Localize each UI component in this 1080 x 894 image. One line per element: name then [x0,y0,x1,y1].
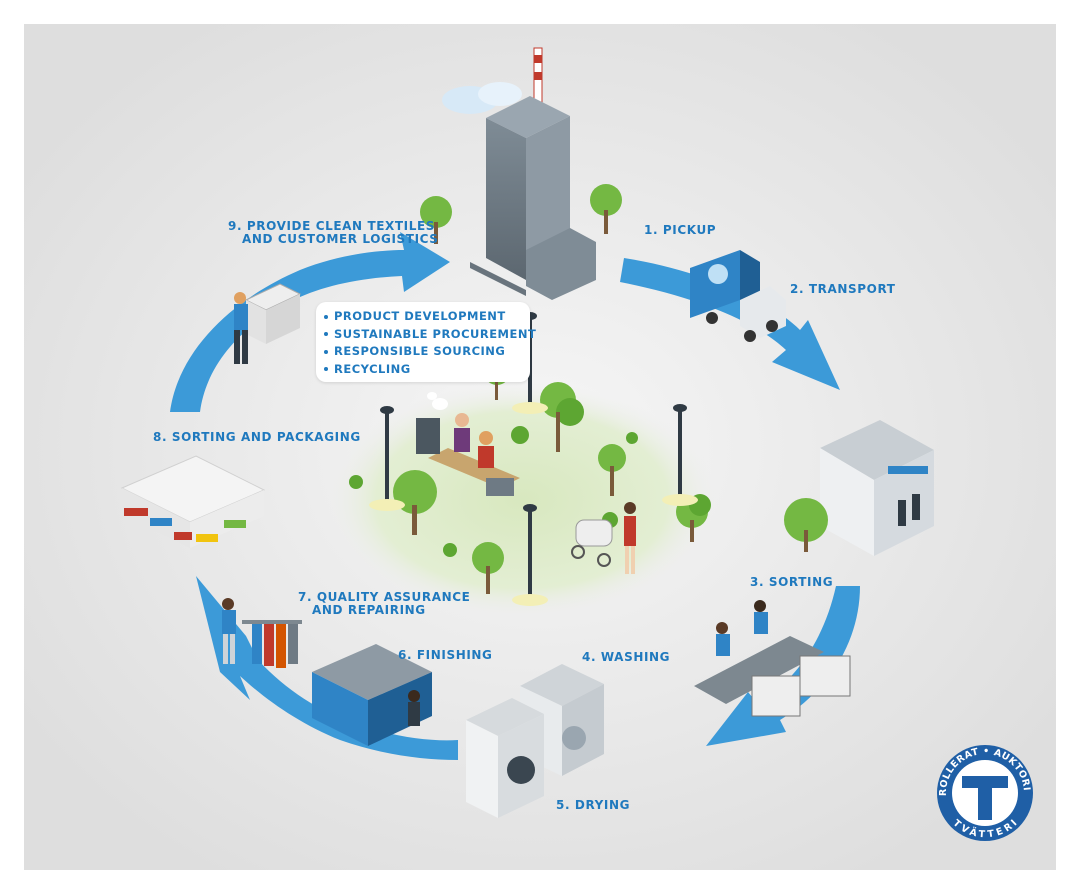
seal-t-mark [962,776,1008,820]
packaged-stacks [120,455,266,548]
sorting-conveyor [694,600,851,717]
bullet-icon [324,332,328,336]
washing-machines [466,664,604,818]
bubble-item: RECYCLING [324,361,530,379]
step-9-label-line1: 9. PROVIDE CLEAN TEXTILES [228,219,436,233]
center-bubble: PRODUCT DEVELOPMENT SUSTAINABLE PROCUREM… [316,302,536,382]
step-5-label: 5. DRYING [556,798,631,812]
step-4-label: 4. WASHING [582,650,671,664]
office-tower [420,47,622,300]
step-7-label-line1: 7. QUALITY ASSURANCE [298,590,471,604]
transport-truck [690,250,786,342]
bullet-icon [324,349,328,354]
bullet-icon [324,367,328,371]
step-7-label: 7. QUALITY ASSURANCE AND REPAIRING [298,591,470,617]
bubble-item: SUSTAINABLE PROCUREMENT [324,326,536,344]
step-6-label: 6. FINISHING [398,648,493,662]
bubble-item: PRODUCT DEVELOPMENT [324,308,530,326]
step-3-label: 3. SORTING [750,575,834,589]
sorting-facility [784,420,934,556]
park-trees [349,359,711,594]
center-bubble-list: PRODUCT DEVELOPMENT SUSTAINABLE PROCUREM… [316,302,536,379]
bullet-icon [324,314,328,319]
park-bench-people [416,392,520,496]
stroller-person [571,502,636,574]
step-9-label-line2: AND CUSTOMER LOGISTICS [242,232,439,246]
finishing-ironer [312,644,432,746]
step-8-label: 8. SORTING AND PACKAGING [153,430,361,444]
step-1-label: 1. PICKUP [644,223,717,237]
bubble-item: RESPONSIBLE SOURCING [324,343,530,361]
trolley-worker [234,283,302,364]
step-9-label: 9. PROVIDE CLEAN TEXTILES AND CUSTOMER L… [228,220,439,246]
quality-rack [222,598,302,668]
step-2-label: 2. TRANSPORT [790,282,896,296]
step-7-label-line2: AND REPAIRING [312,603,426,617]
